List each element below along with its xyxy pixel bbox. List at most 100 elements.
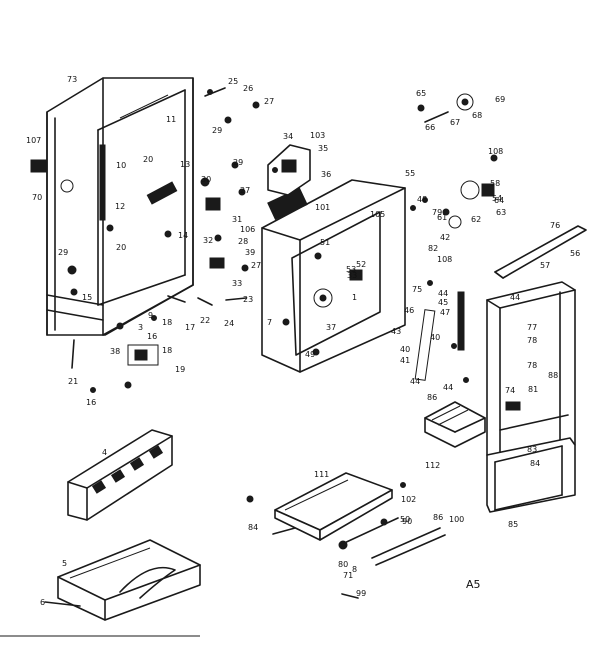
callout-4: 4 [102,448,107,457]
callout-28: 28 [238,237,248,246]
callout-64: 64 [494,196,504,205]
bracket-107 [30,159,48,173]
callout-6: 6 [40,598,45,607]
callout-27a: 27 [264,97,274,106]
callout-88: 88 [548,371,558,380]
callout-86b: 86 [433,513,443,522]
callout-37: 37 [326,323,336,332]
callout-81: 81 [528,385,538,394]
diagram-reference: A5 [466,578,481,591]
callout-17: 17 [185,323,195,332]
callout-18a: 18 [162,318,172,327]
callout-11: 11 [166,115,176,124]
callout-58: 58 [490,179,500,188]
rail-86 [371,527,441,559]
part-6 [44,601,81,607]
callout-71: 71 [343,571,353,580]
callout-34: 34 [283,132,293,141]
callout-47: 47 [440,308,450,317]
motor-38 [134,349,148,361]
callout-18b: 18 [162,346,172,355]
callout-23: 23 [243,295,253,304]
callout-85: 85 [508,520,518,529]
callout-86a: 86 [427,393,437,402]
callout-108a: 108 [488,147,503,156]
callout-39: 39 [245,248,255,257]
callout-20a: 20 [143,155,153,164]
callout-44a: 44 [510,293,520,302]
callout-82: 82 [428,244,438,253]
callout-7: 7 [267,318,272,327]
callout-70: 70 [32,193,42,202]
callout-9: 9 [148,311,153,320]
callout-50: 50 [400,515,410,524]
callout-80: 80 [338,560,348,569]
callout-53: 53 [346,265,356,274]
callout-13: 13 [180,160,190,169]
control-housing [267,144,311,196]
callout-35: 35 [318,144,328,153]
gear-67 [456,93,474,111]
callout-75: 75 [412,285,422,294]
callout-33a: 33 [232,279,242,288]
callout-44c: 44 [410,377,420,386]
part-99 [341,593,359,599]
callout-10: 10 [116,161,126,170]
callout-66: 66 [425,123,435,132]
callout-27b: 27 [240,186,250,195]
callout-40b: 40 [430,333,440,342]
bottom-tray [246,472,446,599]
vertical-rails [414,280,469,383]
callout-46: 46 [404,306,414,315]
callout-20b: 20 [116,243,126,252]
callout-25: 25 [228,77,238,86]
callout-45: 45 [438,298,448,307]
callout-1: 1 [352,293,357,302]
callout-54: 54 [492,194,502,203]
caster-15 [67,265,77,275]
callout-36: 36 [321,170,331,179]
callout-26: 26 [243,84,253,93]
callout-108b: 108 [437,255,452,264]
bracket-31 [205,197,221,211]
callout-19: 19 [175,365,185,374]
callout-3: 3 [138,323,143,332]
callout-103: 103 [310,131,325,140]
callout-84a: 84 [530,459,540,468]
callout-12: 12 [115,202,125,211]
callout-106: 106 [240,225,255,234]
callout-52: 52 [356,260,366,269]
callout-99: 99 [356,589,366,598]
fan-37 [313,288,333,308]
callout-labels: 73 107 70 10 11 12 13 20 20 14 29 15 9 3… [26,75,580,607]
callout-5: 5 [62,559,67,568]
callout-44b: 44 [438,289,448,298]
callout-73: 73 [67,75,77,84]
callout-90: 90 [402,517,412,526]
callout-15: 15 [82,293,92,302]
callout-112: 112 [425,461,440,470]
callout-62: 62 [471,215,481,224]
callout-22: 22 [200,316,210,325]
callout-76: 76 [550,221,560,230]
callout-61: 61 [437,213,447,222]
callout-43: 43 [391,327,401,336]
callout-77: 77 [527,323,537,332]
callout-27c: 27 [251,261,261,270]
front-trim-panel [67,429,173,521]
callout-29a: 29 [58,248,68,257]
callout-49: 49 [305,350,315,359]
callout-107: 107 [26,136,41,145]
callout-16a: 16 [147,332,157,341]
left-cabinet-hardware [30,87,260,393]
callout-44d: 44 [443,383,453,392]
callout-100: 100 [449,515,464,524]
door-assembly [486,281,576,513]
callout-24: 24 [224,319,234,328]
callout-29b: 29 [212,126,222,135]
callout-41: 41 [400,356,410,365]
callout-30: 30 [201,175,211,184]
callout-79: 79 [432,208,442,217]
callout-56: 56 [570,249,580,258]
